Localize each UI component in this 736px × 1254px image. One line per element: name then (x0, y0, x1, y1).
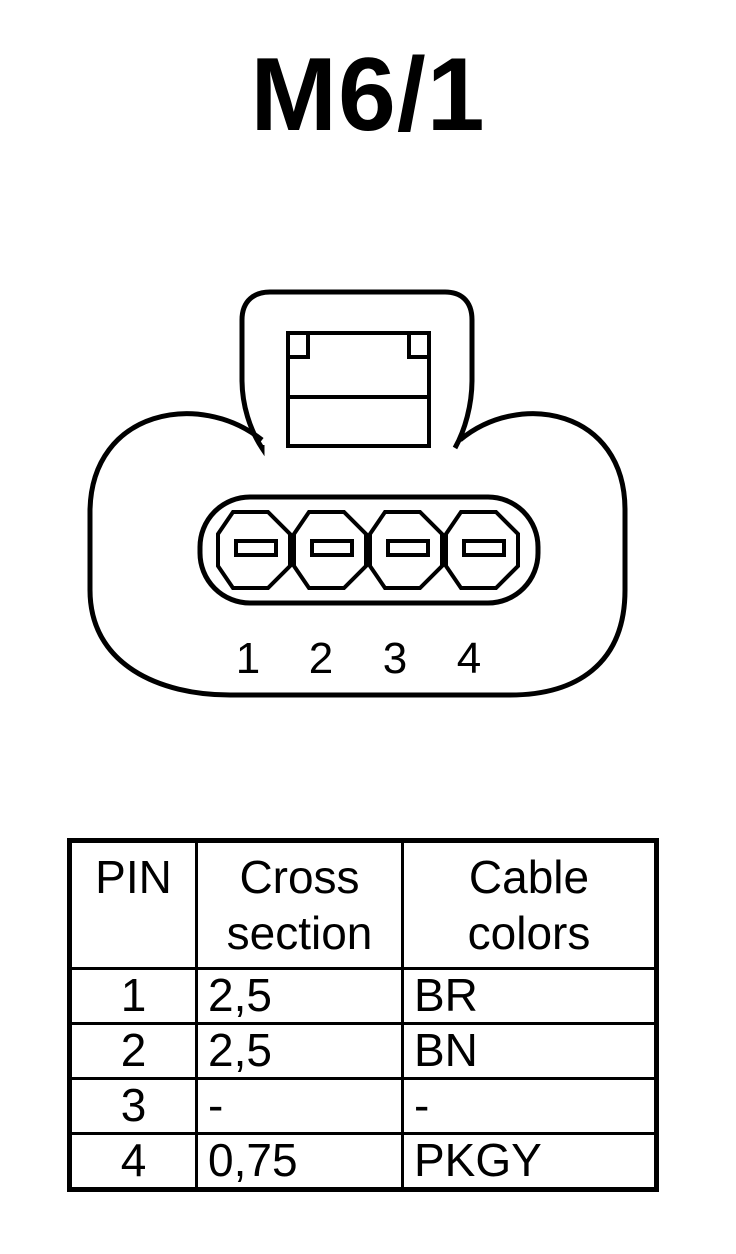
row-cable-color: BN (401, 1022, 658, 1080)
terminal-3 (368, 510, 444, 590)
header-cross-section: Cross section (195, 839, 404, 970)
pin-housing (197, 494, 541, 606)
row-cable-color: - (401, 1077, 658, 1135)
row-pin: 1 (68, 967, 198, 1025)
header-pin: PIN (68, 839, 198, 970)
table-row: 1 2,5 BR (68, 967, 658, 1025)
row-cable-color: PKGY (401, 1132, 658, 1191)
pin-label-1: 1 (236, 634, 260, 683)
pin-table: PIN Cross section Cable colors 1 2,5 BR … (67, 838, 659, 1192)
pin-label-2: 2 (309, 634, 333, 683)
row-cross-section: 2,5 (195, 1022, 404, 1080)
table-header-row: PIN Cross section Cable colors (68, 839, 658, 970)
table-row: 4 0,75 PKGY (68, 1132, 658, 1191)
header-cable-colors: Cable colors (401, 839, 658, 970)
locking-latch (239, 289, 475, 457)
row-cable-color: BR (401, 967, 658, 1025)
diagram-title: M6/1 (250, 37, 486, 153)
connector-housing (87, 411, 628, 698)
row-cross-section: - (195, 1077, 404, 1135)
pin-label-3: 3 (383, 634, 407, 683)
terminal-4 (444, 510, 520, 590)
row-cross-section: 2,5 (195, 967, 404, 1025)
terminal-1 (216, 510, 292, 590)
table-row: 3 - - (68, 1077, 658, 1135)
table-row: 2 2,5 BN (68, 1022, 658, 1080)
row-pin: 3 (68, 1077, 198, 1135)
row-cross-section: 0,75 (195, 1132, 404, 1191)
connector-drawing: 1 2 3 4 (87, 289, 628, 698)
row-pin: 4 (68, 1132, 198, 1191)
latch-window (286, 331, 431, 448)
row-pin: 2 (68, 1022, 198, 1080)
pin-label-4: 4 (457, 634, 481, 683)
terminal-2 (292, 510, 368, 590)
